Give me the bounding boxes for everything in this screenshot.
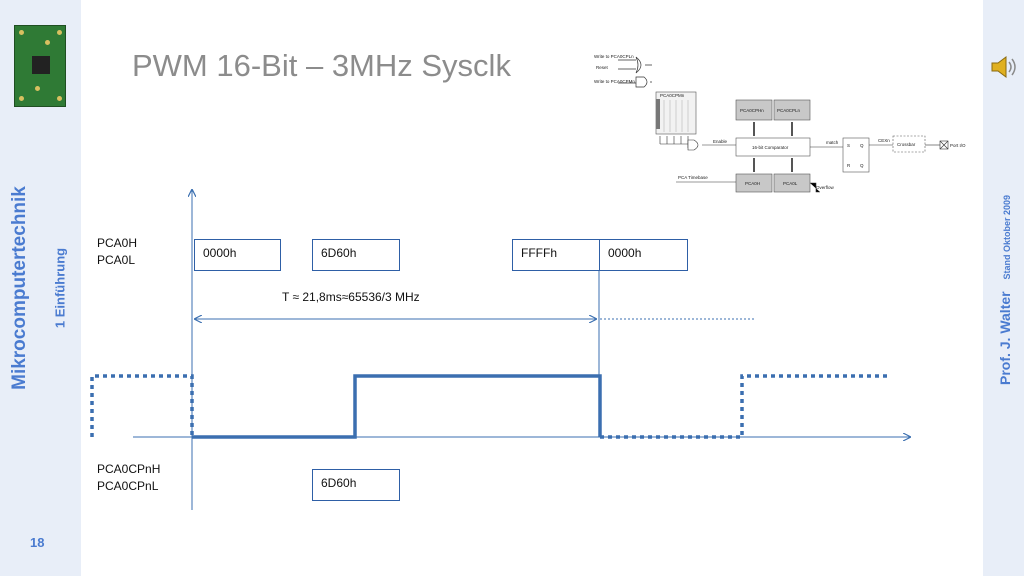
diagram-label: PCA0H <box>745 181 760 186</box>
svg-text:R: R <box>847 163 851 168</box>
diagram-label: PCA0CPHn <box>740 108 764 113</box>
svg-text:Q: Q <box>860 163 864 168</box>
pwm-signal-dotted-left <box>90 374 194 437</box>
diagram-label: PCA0L <box>783 181 798 186</box>
compare-value-box: 6D60h <box>312 469 400 501</box>
diagram-label: Overflow <box>816 185 835 190</box>
diagram-label: CEXn <box>878 138 890 143</box>
counter-value-box: FFFFh <box>512 239 600 271</box>
diagram-label: match <box>826 140 839 145</box>
diagram-label: Port I/O <box>950 143 966 148</box>
right-sidebar-band <box>983 0 1024 576</box>
slide-title: PWM 16-Bit – 3MHz Sysclk <box>132 48 511 83</box>
counter-value-box: 0000h <box>194 239 281 271</box>
diagram-label: Write to PCA0CPMn <box>594 79 635 84</box>
diagram-label: PCA Timebase <box>678 175 708 180</box>
period-label: T ≈ 21,8ms≈65536/3 MHz <box>282 290 420 304</box>
diagram-label: Reset <box>596 65 609 70</box>
diagram-label: PCA0CPMn <box>660 93 685 98</box>
compare-register-label: PCA0CPnH PCA0CPnL <box>97 462 161 493</box>
pwm-signal-solid <box>192 374 602 439</box>
svg-text:S: S <box>847 143 850 148</box>
counter-register-label: PCA0H PCA0L <box>97 236 138 267</box>
diagram-label: Crossbar <box>897 142 916 147</box>
svg-text:Q: Q <box>860 143 864 148</box>
page-number: 18 <box>30 535 45 550</box>
circuit-board-image <box>14 25 66 107</box>
pca-block-diagram: Write to PCA0CPLn Reset Write to PCA0CPM… <box>594 54 966 193</box>
diagram-label: Enable <box>713 139 728 144</box>
counter-value-box: 6D60h <box>312 239 400 271</box>
diagram-label: Write to PCA0CPLn <box>594 54 634 59</box>
pwm-signal-dotted-right <box>600 374 890 439</box>
diagram-label: 16-bit Comparator <box>752 145 789 150</box>
speaker-icon[interactable] <box>989 54 1019 80</box>
counter-value-box: 0000h <box>599 239 688 271</box>
diagram-label: PCA0CPLn <box>777 108 801 113</box>
